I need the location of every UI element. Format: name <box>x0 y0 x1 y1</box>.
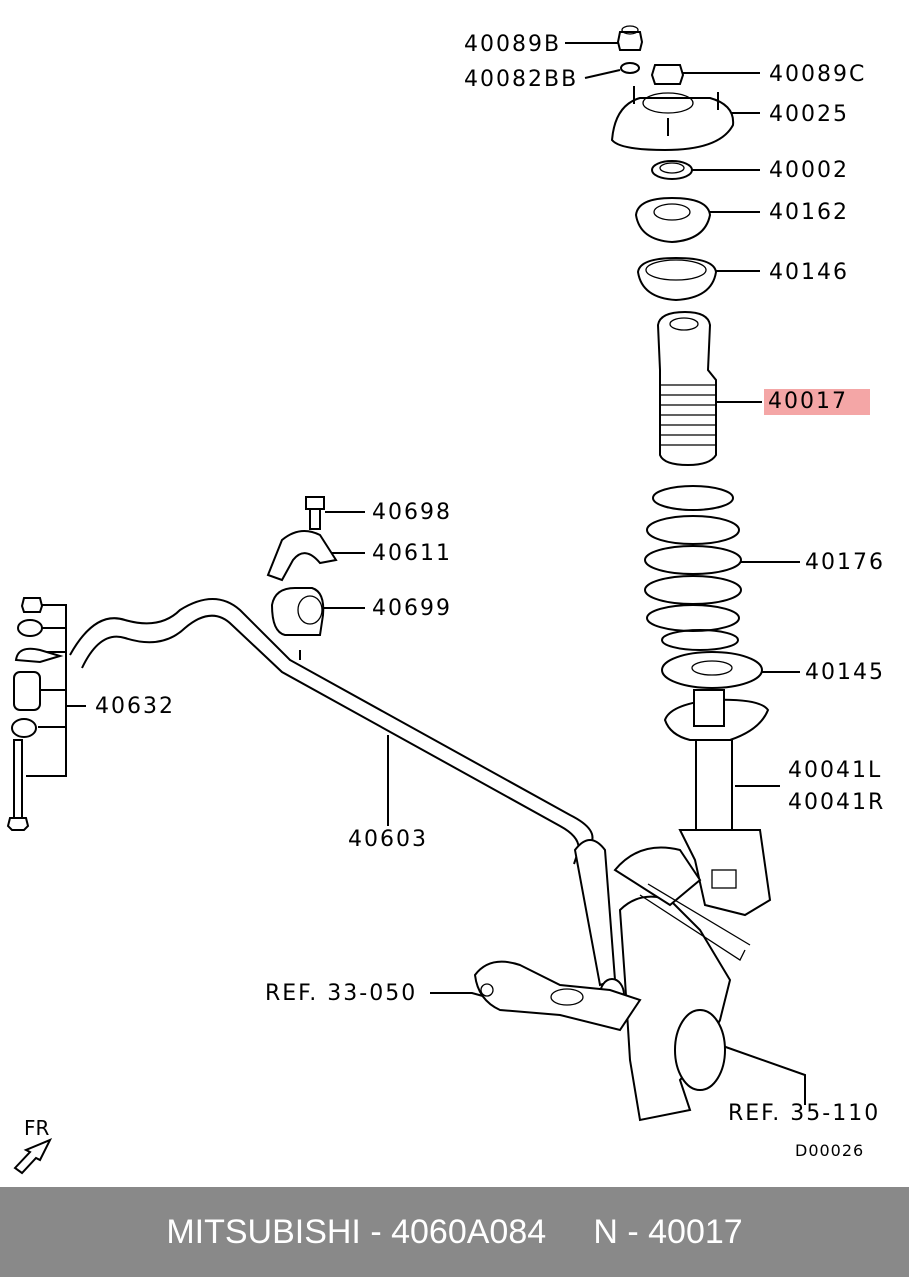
label-40002: 40002 <box>769 158 849 183</box>
label-40632: 40632 <box>95 694 175 719</box>
nut-40089c <box>650 64 685 85</box>
strut-mount-40025 <box>610 86 735 152</box>
label-40146: 40146 <box>769 260 849 285</box>
label-40017-highlighted: 40017 <box>764 389 870 415</box>
diagram-code: D00026 <box>795 1141 865 1160</box>
coil-spring-40176 <box>644 485 742 651</box>
label-ref-33-050: REF. 33-050 <box>265 981 418 1006</box>
washer-40082bb <box>620 62 640 74</box>
label-40603: 40603 <box>348 827 428 852</box>
lower-seat-40145 <box>661 651 763 689</box>
lower-arm-ref-33-050 <box>473 960 642 1032</box>
dust-cover-40017 <box>656 310 717 467</box>
nut-40089b <box>616 25 644 51</box>
front-arrow-icon <box>13 1138 53 1175</box>
footer-bar: MITSUBISHI - 4060A084 N - 40017 <box>0 1187 909 1277</box>
label-fr: FR <box>24 1116 50 1140</box>
label-40041r: 40041R <box>788 790 886 815</box>
label-40089c: 40089C <box>769 62 867 87</box>
strut-assembly-40041 <box>663 689 772 917</box>
spring-seat-40162 <box>634 196 712 244</box>
footer-text: MITSUBISHI - 4060A084 N - 40017 <box>166 1212 743 1251</box>
bearing-40002 <box>651 160 693 180</box>
clamp-40611 <box>266 530 338 582</box>
stabilizer-bar-40603 <box>69 598 594 865</box>
label-40162: 40162 <box>769 200 849 225</box>
label-40041l: 40041L <box>788 758 883 783</box>
suspension-exploded-diagram <box>6 25 806 1175</box>
insulator-40146 <box>636 256 718 302</box>
label-40698: 40698 <box>372 500 452 525</box>
label-40699: 40699 <box>372 596 452 621</box>
label-ref-35-110: REF. 35-110 <box>728 1101 881 1126</box>
stabilizer-link <box>573 839 625 1012</box>
link-parts-40632 <box>6 597 64 831</box>
knuckle-ref-35-110 <box>613 846 751 1122</box>
label-40611: 40611 <box>372 541 452 566</box>
label-40176: 40176 <box>805 550 885 575</box>
bolt-40698 <box>305 496 325 530</box>
bushing-40699 <box>270 587 325 636</box>
label-40025: 40025 <box>769 102 849 127</box>
label-40089b: 40089B <box>464 32 562 57</box>
label-40082bb: 40082BB <box>464 67 579 92</box>
leader-lines <box>26 42 806 1105</box>
label-40145: 40145 <box>805 660 885 685</box>
